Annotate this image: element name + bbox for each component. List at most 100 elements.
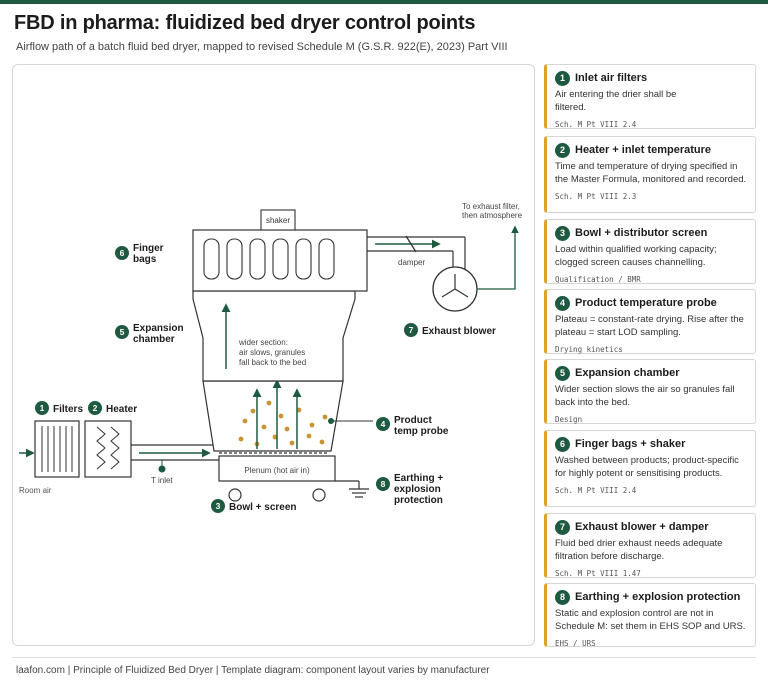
- footer-text: laafon.com | Principle of Fluidized Bed …: [16, 665, 490, 676]
- footer-divider: [12, 657, 756, 658]
- wider-section-line-2: air slows, granules: [239, 348, 305, 357]
- marker-7: 7 Exhaust blower: [404, 323, 496, 337]
- card-number: 1: [555, 70, 570, 86]
- card-title: Heater + inlet temperature: [575, 144, 712, 156]
- card-title: Expansion chamber: [575, 367, 680, 379]
- card-bowl-distributor-screen: 3 Bowl + distributor screen Load within q…: [544, 219, 756, 284]
- card-number: 6: [555, 436, 570, 452]
- plenum-label: Plenum (hot air in): [244, 466, 310, 475]
- card-reference: Drying kinetics: [555, 345, 623, 354]
- marker-1-number: 1: [40, 403, 45, 413]
- card-title: Product temperature probe: [575, 297, 717, 309]
- page-title: FBD in pharma: fluidized bed dryer contr…: [14, 12, 476, 34]
- product-temp-probe: [328, 418, 334, 424]
- marker-5-label-line-2: chamber: [133, 334, 175, 345]
- card-title: Finger bags + shaker: [575, 438, 686, 450]
- card-number: 7: [555, 519, 570, 535]
- card-number: 8: [555, 589, 570, 605]
- card-reference: EHS / URS: [555, 639, 596, 648]
- marker-7-number: 7: [409, 325, 414, 335]
- card-reference: Sch. M Pt VIII 2.4: [555, 120, 637, 129]
- marker-6-label-line-1: Finger: [133, 243, 164, 254]
- left-wheel: [228, 488, 242, 502]
- marker-4: 4 Product temp probe: [376, 415, 449, 437]
- marker-5-number: 5: [120, 327, 125, 337]
- plenum: [218, 455, 336, 482]
- expansion-chamber: [192, 290, 356, 382]
- marker-1-label: Filters: [53, 404, 83, 415]
- exhaust-outlet-arrow: [477, 225, 519, 290]
- t-inlet-sensor: [158, 465, 166, 473]
- marker-2-label: Heater: [106, 404, 137, 415]
- shaker-label: shaker: [266, 216, 290, 225]
- filters-unit: [34, 420, 80, 478]
- card-body: Fluid bed drier exhaust needs adequate f…: [555, 538, 723, 562]
- shaker-box: [260, 209, 296, 231]
- card-reference: Design: [555, 415, 583, 424]
- card-expansion-chamber: 5 Expansion chamber Wider section slows t…: [544, 359, 756, 424]
- page-subtitle: Airflow path of a batch fluid bed dryer,…: [16, 41, 508, 53]
- card-reference: Sch. M Pt VIII 1.47: [555, 569, 641, 578]
- card-earthing-explosion-protection: 8 Earthing + explosion protection Static …: [544, 583, 756, 648]
- top-accent-bar: [0, 0, 768, 4]
- t-inlet-label: T inlet: [151, 476, 173, 485]
- card-number: 5: [555, 365, 570, 381]
- finger-bags: [203, 238, 335, 280]
- right-wheel: [312, 488, 326, 502]
- card-body: Load within qualified working capacity; …: [555, 244, 717, 268]
- exhaust-note-line-2: then atmosphere: [462, 211, 523, 220]
- damper-blade: [405, 235, 417, 253]
- marker-5-label-line-1: Expansion: [133, 323, 184, 334]
- marker-8-label-line-1: Earthing +: [394, 473, 443, 484]
- exhaust-blower: [432, 266, 478, 312]
- card-title: Bowl + distributor screen: [575, 227, 708, 239]
- inlet-duct: [131, 444, 219, 461]
- marker-1: 1 Filters: [35, 401, 83, 415]
- marker-3-label: Bowl + screen: [229, 502, 297, 513]
- heater-unit: [84, 420, 132, 478]
- marker-5: 5 Expansion chamber: [115, 323, 184, 345]
- wider-section-line-1: wider section:: [238, 338, 288, 347]
- card-body: Static and explosion control are not in …: [555, 608, 746, 632]
- marker-2: 2 Heater: [88, 401, 137, 415]
- card-body: Wider section slows the air so granules …: [555, 384, 735, 408]
- diagram-panel: Room air T inlet Plenum (hot air in): [12, 64, 535, 646]
- card-number: 4: [555, 295, 570, 311]
- card-reference: Sch. M Pt VIII 2.4: [555, 486, 637, 495]
- marker-8-label-line-2: explosion: [394, 484, 441, 495]
- earthing-symbol: [335, 480, 369, 498]
- marker-8-number: 8: [381, 479, 386, 489]
- marker-4-number: 4: [381, 419, 386, 429]
- card-inlet-air-filters: 1 Inlet air filters Air entering the drie…: [544, 64, 756, 129]
- card-title: Earthing + explosion protection: [575, 591, 741, 603]
- damper-label: damper: [398, 258, 425, 267]
- marker-8: 8 Earthing + explosion protection: [376, 473, 443, 506]
- card-body: Washed between products; product-specifi…: [555, 455, 739, 479]
- card-number: 3: [555, 225, 570, 241]
- marker-8-label-line-3: protection: [394, 495, 443, 506]
- marker-7-label: Exhaust blower: [422, 326, 496, 337]
- card-reference: Sch. M Pt VIII 2.3: [555, 192, 637, 201]
- card-body: Time and temperature of drying specified…: [555, 161, 747, 185]
- card-number: 2: [555, 142, 570, 158]
- room-air-label: Room air: [19, 486, 52, 495]
- marker-3: 3 Bowl + screen: [211, 499, 297, 513]
- marker-4-label-line-2: temp probe: [394, 426, 449, 437]
- card-reference: Qualification / BMR: [555, 275, 641, 284]
- exhaust-note-line-1: To exhaust filter,: [462, 202, 520, 211]
- card-product-temperature-probe: 4 Product temperature probe Plateau = con…: [544, 289, 756, 354]
- card-body: Plateau = constant-rate drying. Rise aft…: [555, 314, 744, 338]
- granules: [238, 400, 328, 447]
- marker-6-label-line-2: bags: [133, 254, 157, 265]
- marker-4-label-line-1: Product: [394, 415, 432, 426]
- card-heater-inlet-temperature: 2 Heater + inlet temperature Time and tem…: [544, 136, 756, 213]
- marker-3-number: 3: [216, 501, 221, 511]
- marker-6-number: 6: [120, 248, 125, 258]
- card-body: Air entering the drier shall be filtered…: [555, 89, 677, 113]
- card-exhaust-blower-damper: 7 Exhaust blower + damper Fluid bed drier…: [544, 513, 756, 578]
- marker-2-number: 2: [93, 403, 98, 413]
- card-finger-bags-shaker: 6 Finger bags + shaker Washed between pro…: [544, 430, 756, 507]
- wider-section-line-3: fall back to the bed: [239, 358, 306, 367]
- card-title: Exhaust blower + damper: [575, 521, 709, 533]
- card-title: Inlet air filters: [575, 72, 648, 84]
